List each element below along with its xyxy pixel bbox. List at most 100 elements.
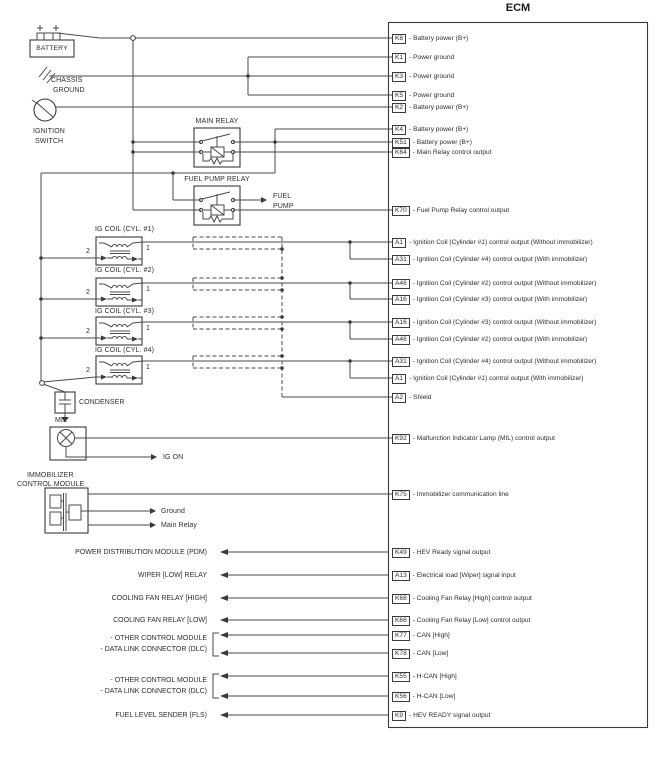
- ecm-pin-row: A46- Ignition Coil (Cylinder #2) control…: [392, 334, 587, 345]
- external-module-label: COOLING FAN RELAY [LOW]: [113, 617, 207, 624]
- ecm-pin-label: - CAN [Low]: [412, 650, 449, 657]
- ecm-pin-id: K5: [392, 90, 407, 101]
- ecm-pin-row: K66- Cooling Fan Relay [Low] control out…: [392, 615, 530, 626]
- ecm-pin-row: K55- H-CAN [High]: [392, 671, 457, 682]
- immobilizer-symbol: [44, 487, 89, 534]
- ecm-pin-id: K8: [392, 33, 407, 44]
- coil-pin-1: 1: [146, 286, 150, 293]
- ecm-pin-label: - Ignition Coil (Cylinder #2) control ou…: [412, 336, 588, 343]
- ecm-pin-row: K2- Battery power (B+): [392, 102, 468, 113]
- ecm-pin-label: - Ignition Coil (Cylinder #2) control ou…: [412, 280, 597, 287]
- ecm-pin-row: K77- CAN [High]: [392, 630, 450, 641]
- ecm-pin-id: A46: [392, 278, 410, 289]
- mil-lamp-symbol: [49, 426, 87, 461]
- ecm-box: [387, 21, 649, 729]
- ecm-pin-label: - Power ground: [409, 73, 455, 80]
- fuel-pump-relay-label: FUEL PUMP RELAY: [184, 176, 250, 183]
- ecm-pin-label: - CAN [High]: [412, 632, 450, 639]
- ecm-pin-id: K55: [392, 671, 410, 682]
- ecm-pin-id: K2: [392, 102, 407, 113]
- coil-pin-1: 1: [146, 245, 150, 252]
- ecm-pin-id: K92: [392, 433, 410, 444]
- coil-pin-2: 2: [86, 289, 90, 296]
- ecm-pin-id: K75: [392, 489, 410, 500]
- coil-pin-1: 1: [146, 364, 150, 371]
- ecm-pin-id: K4: [392, 124, 407, 135]
- ecm-pin-id: A1: [392, 373, 407, 384]
- ecm-pin-label: - Battery power (B+): [412, 139, 472, 146]
- main-relay-symbol: [193, 127, 241, 168]
- ecm-pin-row: A1- Ignition Coil (Cylinder #1) control …: [392, 373, 584, 384]
- ecm-pin-label: - Immobilizer communication line: [412, 491, 509, 498]
- ecm-pin-label: - Ignition Coil (Cylinder #4) control ou…: [412, 358, 597, 365]
- ecm-pin-row: K92- Malfunction Indicator Lamp (MIL) co…: [392, 433, 555, 444]
- mil-label: MIL: [55, 417, 67, 424]
- ecm-pin-label: - Power ground: [409, 92, 455, 99]
- external-module-label: POWER DISTRIBUTION MODULE (PDM): [75, 549, 207, 556]
- ig-coil-label: IG COIL (CYL. #1): [95, 226, 155, 233]
- ecm-pin-row: A31- Ignition Coil (Cylinder #4) control…: [392, 356, 596, 367]
- ecm-pin-label: - Main Relay control output: [412, 149, 492, 156]
- main-relay-label: MAIN RELAY: [195, 118, 239, 125]
- ecm-pin-row: K1- Power ground: [392, 52, 454, 63]
- ecm-pin-row: K3- Power ground: [392, 71, 454, 82]
- ecm-pin-id: K56: [392, 691, 410, 702]
- ig-on-label: IG ON: [163, 454, 184, 461]
- ecm-pin-label: - Ignition Coil (Cylinder #1) control ou…: [409, 375, 584, 382]
- ecm-pin-row: K49- HEV Ready signal output: [392, 547, 490, 558]
- chassis-ground-label-1: CHASSIS: [51, 77, 83, 84]
- condenser-label: CONDENSER: [79, 399, 125, 406]
- ecm-pin-row: A31- Ignition Coil (Cylinder #4) control…: [392, 254, 587, 265]
- ecm-pin-id: A16: [392, 294, 410, 305]
- ecm-pin-label: - H-CAN [High]: [412, 673, 457, 680]
- flow-arrows: [150, 197, 267, 718]
- ecm-pin-label: - Cooling Fan Relay [High] control outpu…: [412, 595, 532, 602]
- ecm-pin-id: A2: [392, 392, 407, 403]
- ecm-pin-id: K9: [392, 710, 407, 721]
- ecm-pin-label: - Cooling Fan Relay [Low] control output: [412, 617, 531, 624]
- ecm-pin-label: - Shield: [409, 394, 432, 401]
- ecm-pin-id: K3: [392, 71, 407, 82]
- fuel-pump-label-1: FUEL: [273, 193, 292, 200]
- ig-coil-label: IG COIL (CYL. #2): [95, 267, 155, 274]
- ecm-pin-id: K64: [392, 147, 410, 158]
- coil-pin-2: 2: [86, 367, 90, 374]
- ecm-pin-id: K78: [392, 648, 410, 659]
- ecm-pin-id: A13: [392, 570, 410, 581]
- ignition-switch-label-2: SWITCH: [35, 138, 64, 145]
- ecm-pin-id: K66: [392, 615, 410, 626]
- ecm-pin-row: K5- Power ground: [392, 90, 454, 101]
- ecm-pin-id: K51: [392, 137, 410, 148]
- coil-pin-2: 2: [86, 248, 90, 255]
- ecm-pin-label: - Battery power (B+): [409, 104, 469, 111]
- ecm-pin-label: - Ignition Coil (Cylinder #1) control ou…: [409, 239, 593, 246]
- ecm-pin-row: K4- Battery power (B+): [392, 124, 468, 135]
- immo-ground-label: Ground: [161, 508, 185, 515]
- ecm-pin-label: - Ignition Coil (Cylinder #3) control ou…: [412, 319, 597, 326]
- ecm-pin-label: - HEV READY signal output: [409, 712, 491, 719]
- ecm-pin-label: - H-CAN [Low]: [412, 693, 456, 700]
- immobilizer-label-1: IMMOBILIZER: [27, 472, 74, 479]
- ecm-pin-id: K1: [392, 52, 407, 63]
- ecm-pin-label: - Power ground: [409, 54, 455, 61]
- ecm-pin-label: - Battery power (B+): [409, 126, 469, 133]
- ignition-switch-label-1: IGNITION: [33, 128, 65, 135]
- ecm-pin-row: A16- Ignition Coil (Cylinder #3) control…: [392, 317, 596, 328]
- fuel-pump-label-2: PUMP: [273, 203, 294, 210]
- external-module-label: - OTHER CONTROL MODULE- DATA LINK CONNEC…: [100, 677, 207, 695]
- ecm-pin-label: - Ignition Coil (Cylinder #4) control ou…: [412, 256, 588, 263]
- ecm-pin-row: K9- HEV READY signal output: [392, 710, 490, 721]
- ecm-pin-id: A16: [392, 317, 410, 328]
- battery-symbol: [29, 25, 75, 58]
- ecm-pin-row: A46- Ignition Coil (Cylinder #2) control…: [392, 278, 596, 289]
- ecm-pin-row: K75- Immobilizer communication line: [392, 489, 509, 500]
- ecm-pin-id: K49: [392, 547, 410, 558]
- ig-coil-label: IG COIL (CYL. #4): [95, 347, 155, 354]
- battery-label: BATTERY: [36, 45, 68, 52]
- chassis-ground-icon: [38, 66, 56, 84]
- ecm-pin-row: K64- Main Relay control output: [392, 147, 492, 158]
- immobilizer-label-2: CONTROL MODULE: [17, 481, 85, 488]
- wires: [40, 32, 393, 716]
- ecm-pin-row: K68- Cooling Fan Relay [High] control ou…: [392, 593, 532, 604]
- ecm-pin-row: K8- Battery power (B+): [392, 33, 468, 44]
